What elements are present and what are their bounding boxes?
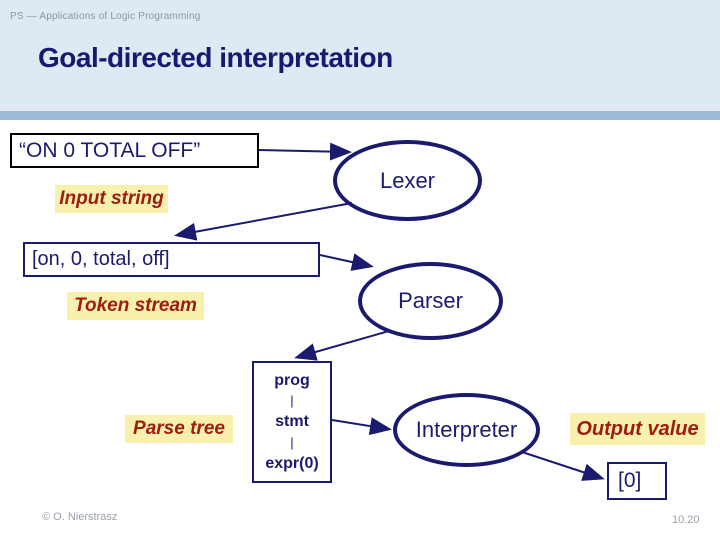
slide-header-area — [0, 0, 720, 111]
arrow-parser-to-tree — [294, 330, 390, 361]
tree-edge-2: | — [290, 434, 294, 450]
output-value-label: Output value — [570, 413, 705, 445]
header-divider-band — [0, 111, 720, 120]
arrow-lexer-to-token — [174, 202, 353, 241]
copyright-label: © O. Nierstrasz — [42, 511, 118, 523]
page-title: Goal-directed interpretation — [38, 42, 393, 73]
arrow-token-to-parser — [319, 253, 374, 271]
arrow-interpreter-to-output — [521, 451, 605, 481]
parse-tree-box: prog | stmt | expr(0) — [252, 361, 332, 483]
tree-node-expr: expr(0) — [265, 454, 319, 472]
tree-node-stmt: stmt — [275, 413, 309, 430]
token-stream-label: Token stream — [67, 292, 204, 320]
parser-ellipse: Parser — [358, 262, 503, 340]
input-string-label: Input string — [55, 185, 168, 213]
tree-node-prog: prog — [274, 371, 310, 389]
input-string-box: “ON 0 TOTAL OFF” — [10, 133, 259, 168]
lexer-ellipse: Lexer — [333, 140, 482, 221]
output-value-box: [0] — [607, 462, 667, 500]
tree-edge-1: | — [290, 393, 294, 408]
parse-tree-label: Parse tree — [125, 415, 233, 443]
page-number: 10.20 — [672, 514, 700, 526]
token-stream-box: [on, 0, total, off] — [23, 242, 320, 277]
arrow-input-to-lexer — [258, 142, 352, 161]
arrow-tree-to-interpreter — [331, 417, 392, 436]
interpreter-ellipse: Interpreter — [393, 393, 540, 467]
course-label: PS — Applications of Logic Programming — [10, 11, 201, 22]
